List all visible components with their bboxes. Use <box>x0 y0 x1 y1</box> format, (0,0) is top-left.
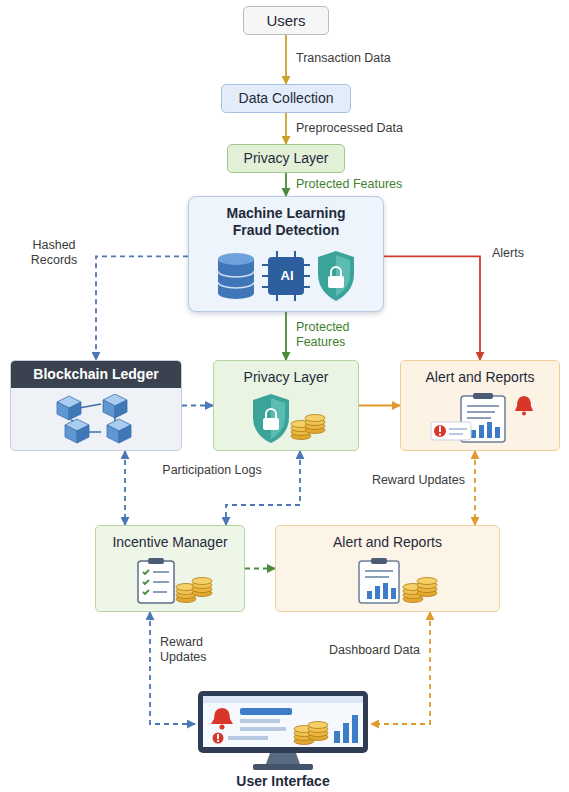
ledger-box: Blockchain Ledger <box>10 360 182 451</box>
flow-connector <box>124 451 126 525</box>
flow-connector <box>285 173 287 196</box>
source-box: Users <box>243 6 329 35</box>
edge-label: Protected Features <box>294 320 378 350</box>
node-icon <box>241 392 331 444</box>
model-box: Machine Learning Fraud DetectionAI <box>188 196 384 312</box>
node-icon <box>51 394 141 444</box>
process-box: Privacy Layer <box>227 144 345 173</box>
edge-label: Protected Features <box>294 177 404 192</box>
edge-label: Alerts <box>490 246 526 261</box>
interface-node: User Interface <box>195 688 371 791</box>
flow-connector <box>474 451 476 525</box>
process-box: Data Collection <box>221 84 351 113</box>
incentive-box: Incentive Manager <box>95 525 245 612</box>
node-label: Privacy Layer <box>236 150 336 167</box>
edge-label: Participation Logs <box>160 463 263 478</box>
node-icon <box>122 557 218 605</box>
flow-connector <box>285 35 287 84</box>
node-icon <box>333 557 443 605</box>
node-icon <box>425 392 535 444</box>
privacy-box: Privacy Layer <box>213 360 359 451</box>
edge-label: Dashboard Data <box>327 643 422 658</box>
node-label: Incentive Manager <box>104 534 236 551</box>
flow-connector <box>371 612 430 724</box>
flow-connector <box>96 256 188 360</box>
edge-label: Preprocessed Data <box>294 121 405 136</box>
node-icon <box>198 691 368 771</box>
flow-connector <box>285 113 287 144</box>
node-label: Privacy Layer <box>222 369 350 386</box>
flow-connector <box>384 256 480 360</box>
chip-label: AI <box>269 268 305 284</box>
node-label: User Interface <box>204 773 362 790</box>
flow-connector <box>359 405 400 407</box>
node-label: Data Collection <box>230 90 342 107</box>
flow-connector <box>245 568 275 570</box>
flow-connector <box>285 312 287 360</box>
flow-connector <box>150 612 195 724</box>
edge-label: Reward Updates <box>158 635 222 665</box>
report-box: Alert and Reports <box>275 525 500 612</box>
report-box: Alert and Reports <box>400 360 560 451</box>
node-label: Alert and Reports <box>284 534 491 551</box>
edge-label: Reward Updates <box>370 473 467 488</box>
edge-label: Hashed Records <box>19 238 89 268</box>
node-label: Machine Learning Fraud Detection <box>211 205 361 239</box>
header-text: Blockchain Ledger <box>11 361 181 388</box>
node-label: Users <box>252 12 320 29</box>
edge-label: Transaction Data <box>294 51 393 66</box>
flow-connector <box>182 405 213 407</box>
node-label: Alert and Reports <box>409 369 551 386</box>
